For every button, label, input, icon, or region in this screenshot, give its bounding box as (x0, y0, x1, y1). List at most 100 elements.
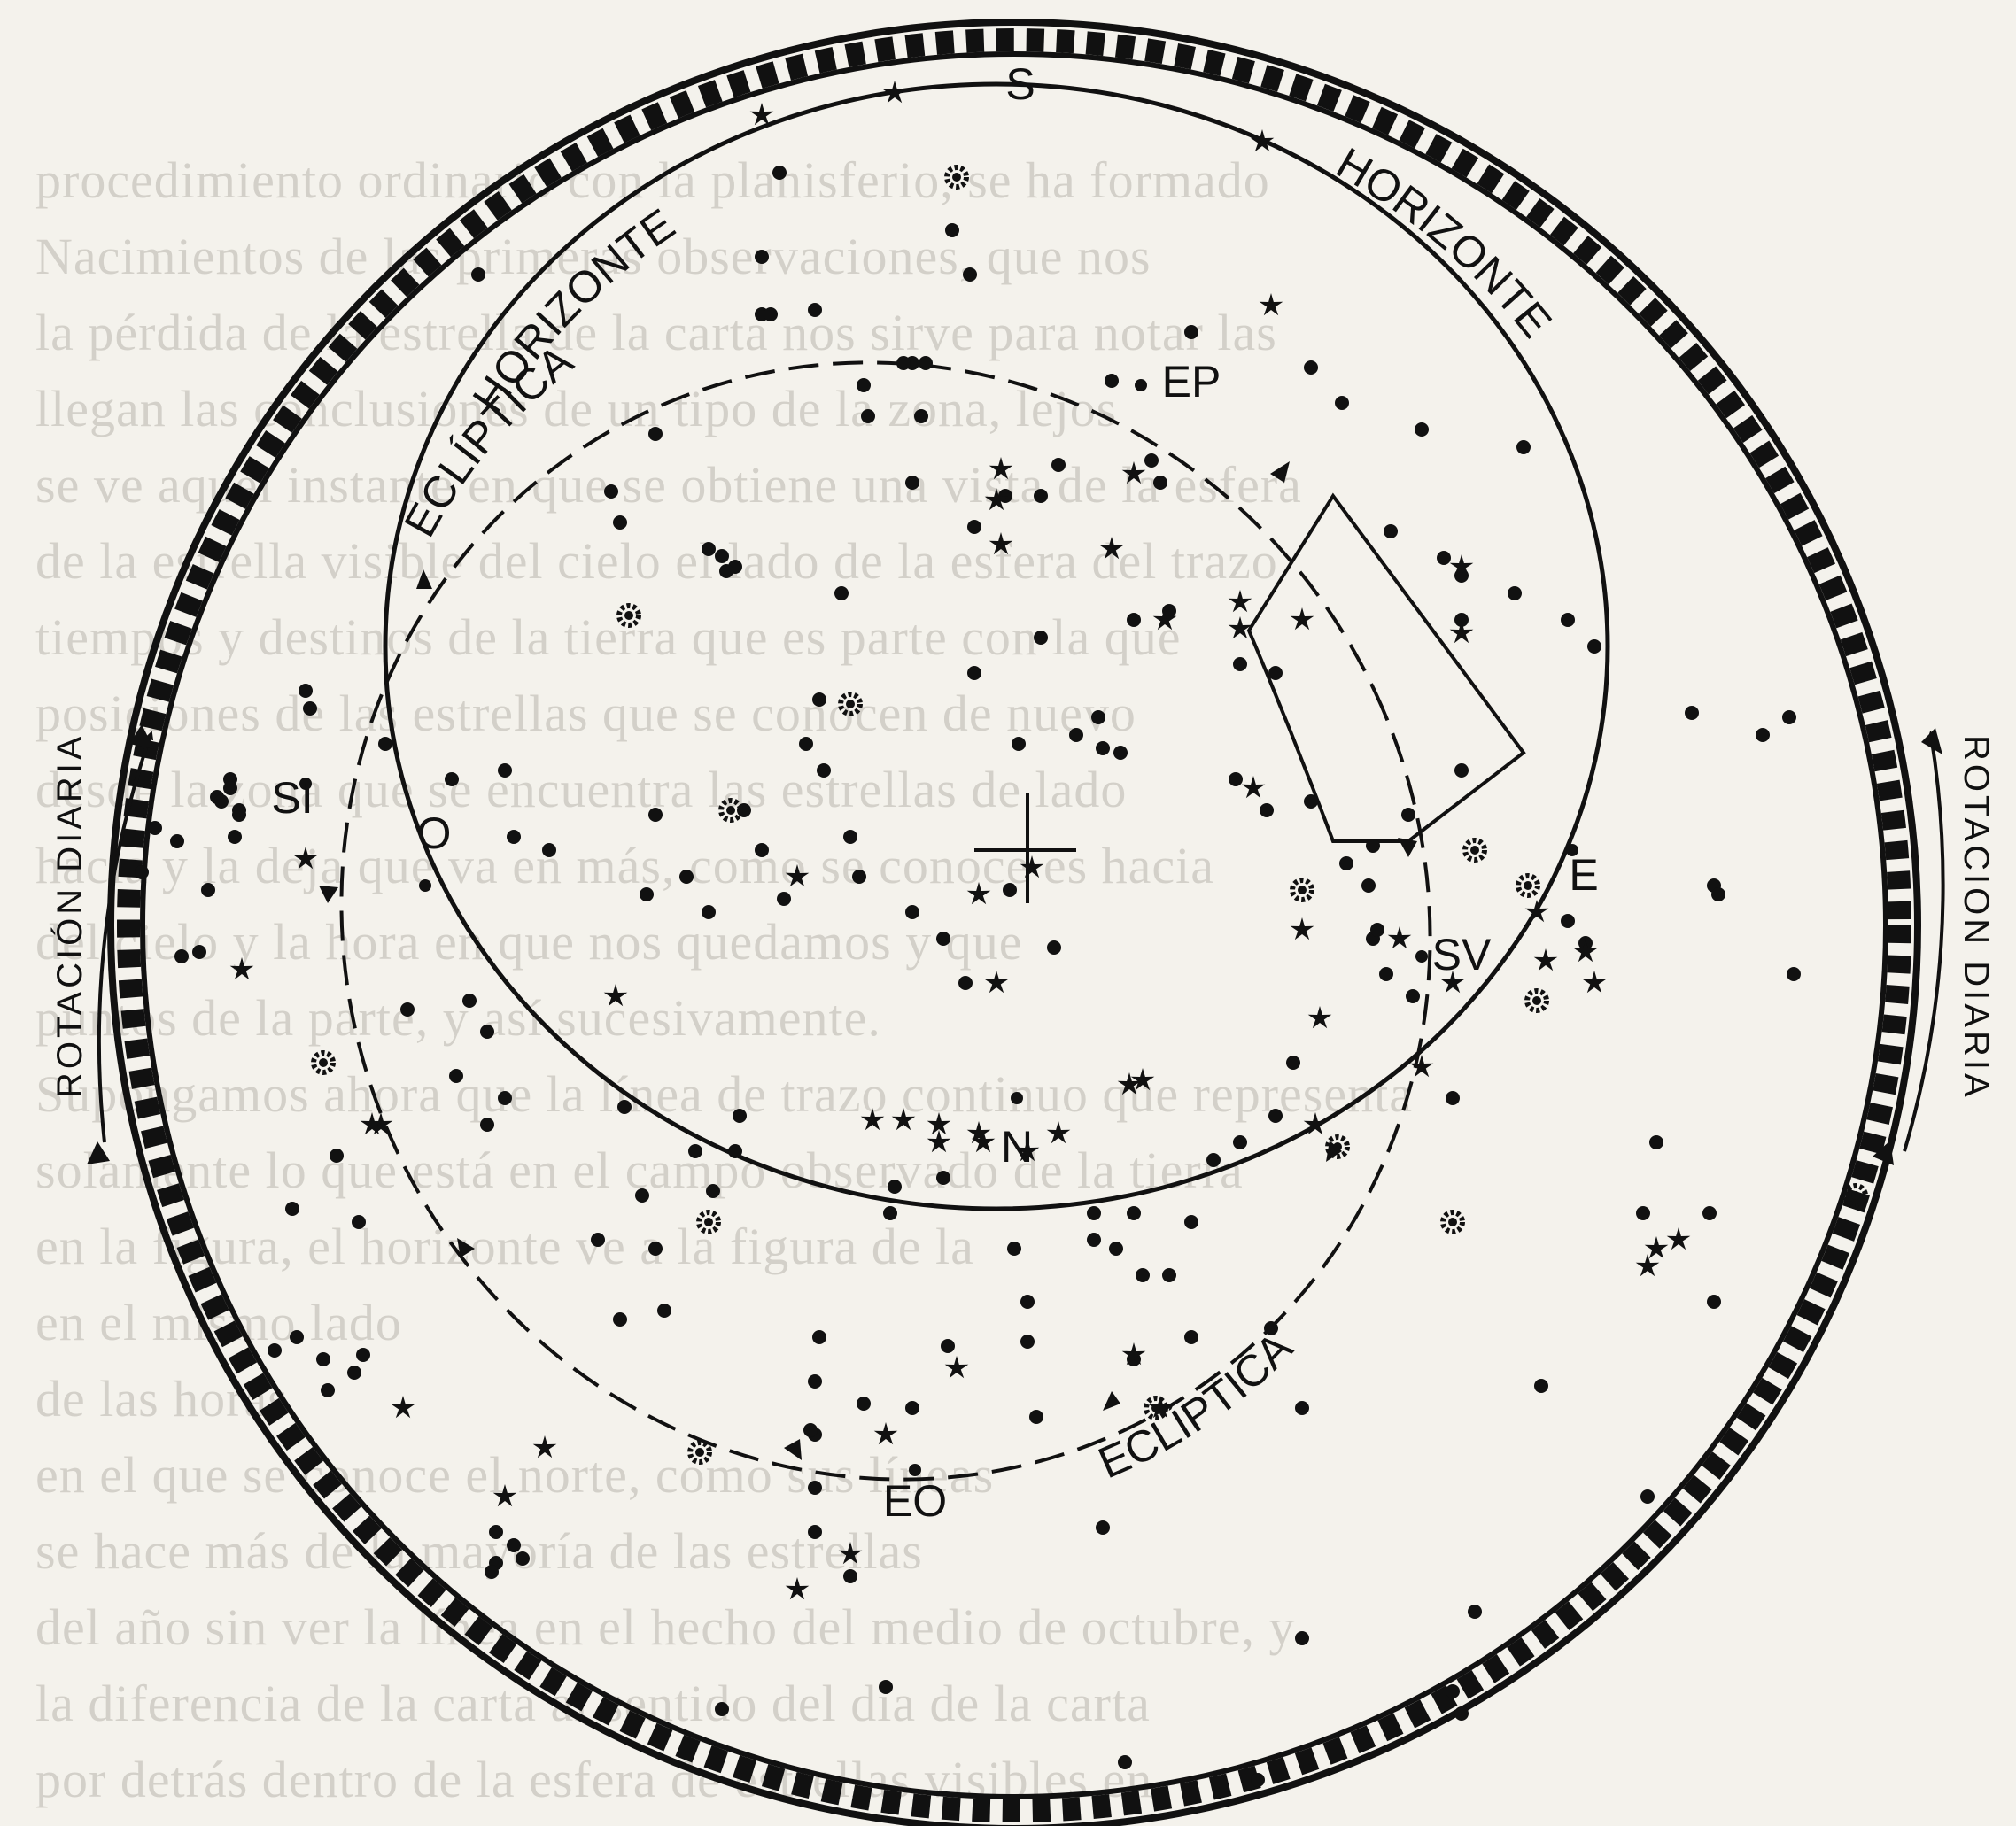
star-asterisk (1260, 293, 1283, 315)
star-asterisk (967, 882, 991, 904)
star-dot (214, 794, 229, 809)
star-asterisk (493, 1484, 517, 1506)
star-dot (1446, 1091, 1460, 1105)
outer-ring-inner (143, 54, 1886, 1797)
star-dot (702, 905, 716, 919)
star-dot (1029, 1410, 1043, 1424)
star-dot (799, 737, 813, 751)
star-dot (755, 843, 769, 857)
star-dot (905, 1401, 919, 1415)
star-dot (148, 821, 162, 835)
star-dot (857, 378, 871, 392)
star-asterisk (861, 1108, 885, 1130)
label-sv: SV (1432, 930, 1492, 979)
star-dot (1113, 746, 1128, 760)
star-dot (706, 1184, 720, 1198)
label-north: N (1001, 1122, 1033, 1172)
star-dot (843, 1569, 857, 1583)
star-dot (1127, 613, 1141, 627)
star-dot (1640, 1489, 1655, 1504)
star-dot (542, 843, 556, 857)
star-dot (1379, 967, 1393, 981)
star-dot (1233, 657, 1247, 671)
star-dot (1127, 1206, 1141, 1220)
star-dot (1295, 1401, 1309, 1415)
star-dot (1136, 1268, 1150, 1282)
star-dot (635, 1188, 649, 1203)
star-dot (1286, 1056, 1300, 1070)
star-dot (1206, 1153, 1221, 1167)
star-dot (1702, 1206, 1717, 1220)
star-dot (657, 1304, 671, 1318)
bright-star-mark (1465, 840, 1485, 860)
star-asterisk (1450, 621, 1474, 643)
star-dot (1069, 728, 1083, 742)
star-asterisk (604, 984, 628, 1006)
star-dot (613, 515, 627, 530)
horizon-point-marks (299, 379, 1578, 1476)
star-dot (919, 356, 933, 370)
star-dot (1304, 360, 1318, 375)
star-dot (330, 1149, 344, 1163)
label-rotacion-left: ROTACIÓN DIARIA (50, 732, 89, 1098)
bright-star-mark (619, 606, 639, 625)
ecliptic-arrows (319, 461, 1417, 1460)
star-dot (1162, 1268, 1176, 1282)
stars-group (135, 81, 1865, 1787)
star-dot (1020, 1335, 1035, 1349)
star-dot (1260, 803, 1274, 817)
star-dot (834, 586, 849, 600)
star-dot (1304, 794, 1318, 809)
zenith-cross (974, 793, 1076, 903)
star-dot (1034, 631, 1048, 645)
star-dot (941, 1339, 955, 1353)
star-dot (1782, 710, 1796, 724)
star-dot (1454, 763, 1469, 778)
star-dot (290, 1330, 304, 1344)
star-dot (1087, 1233, 1101, 1247)
observation-region (1249, 496, 1524, 841)
star-asterisk (750, 103, 774, 125)
label-east: E (1569, 850, 1598, 900)
star-dot (445, 772, 459, 786)
star-dot (471, 267, 485, 282)
star-dot (914, 409, 928, 423)
bright-star-mark (690, 1443, 709, 1462)
star-dot (232, 803, 246, 817)
star-dot (1105, 374, 1119, 388)
star-dot (170, 834, 184, 848)
star-dot (852, 870, 866, 884)
star-dot (480, 1025, 494, 1039)
star-dot (352, 1215, 366, 1229)
star-dot (223, 781, 237, 795)
star-dot (702, 542, 716, 556)
star-asterisk (1047, 1121, 1071, 1143)
star-asterisk (533, 1435, 557, 1458)
star-dot (812, 692, 826, 707)
bright-star-mark (1292, 880, 1312, 900)
star-dot (1361, 878, 1376, 893)
star-dot (688, 1144, 702, 1158)
star-dot (228, 830, 242, 844)
star-asterisk (839, 1542, 863, 1564)
star-asterisk (874, 1422, 898, 1444)
star-dot (1118, 1755, 1132, 1769)
star-dot (1446, 1684, 1460, 1698)
star-dot (1339, 856, 1353, 870)
star-dot (1153, 476, 1167, 490)
bright-star-mark (699, 1212, 718, 1232)
star-dot (1096, 741, 1110, 755)
star-dot (1406, 989, 1420, 1003)
label-si: SI (271, 773, 313, 823)
label-ep: EP (1162, 357, 1221, 406)
star-dot (857, 1397, 871, 1411)
star-asterisk (1251, 129, 1275, 151)
star-dot (591, 1233, 605, 1247)
bright-star-mark (1443, 1212, 1462, 1232)
star-dot (808, 303, 822, 317)
star-dot (843, 830, 857, 844)
star-dot (1184, 325, 1198, 339)
star-dot (1561, 914, 1575, 928)
star-dot (1295, 1631, 1309, 1645)
